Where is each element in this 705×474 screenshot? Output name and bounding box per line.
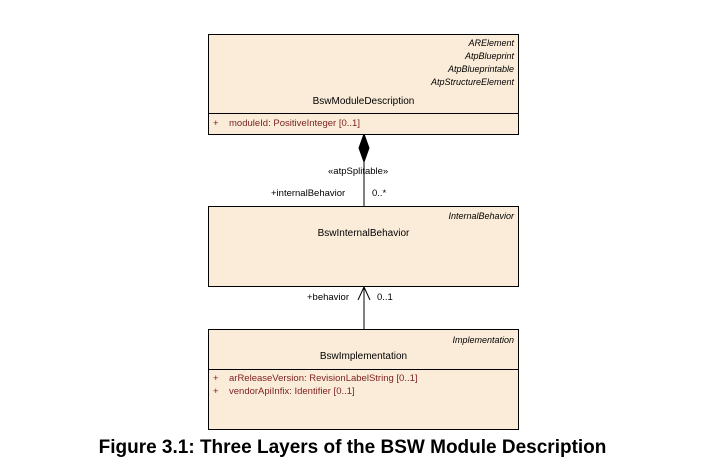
class-name: BswModuleDescription [312,96,415,107]
attribute-text: arReleaseVersion: RevisionLabelString [0… [229,373,418,384]
class-name: BswInternalBehavior [317,228,410,239]
attribute-divider [209,369,518,370]
class-bsw-implementation: Implementation BswImplementation + arRele… [208,329,519,430]
stereotype-atpstructureelement: AtpStructureElement [430,77,514,87]
attribute-ar-release-version: + arReleaseVersion: RevisionLabelString [… [213,373,418,384]
stereotype-atpblueprint: AtpBlueprint [464,51,514,61]
composition-stereotype-label: «atpSplitable» [328,166,389,177]
composition-diamond [358,132,370,164]
attribute-module-id: + moduleId: PositiveInteger [0..1] [213,118,360,129]
visibility-marker: + [213,386,219,397]
attribute-text: vendorApiInfix: Identifier [0..1] [229,386,355,397]
visibility-marker: + [213,373,219,384]
attribute-vendor-api-infix: + vendorApiInfix: Identifier [0..1] [213,386,355,397]
attribute-divider [209,113,518,114]
attribute-text: moduleId: PositiveInteger [0..1] [229,118,360,129]
reference-multiplicity-label: 0..1 [377,292,393,303]
visibility-marker: + [213,118,219,129]
stereotype-internalbehavior: InternalBehavior [448,211,514,221]
composition-role-label: +internalBehavior [271,188,346,199]
figure-caption: Figure 3.1: Three Layers of the BSW Modu… [98,437,607,458]
stereotype-implementation: Implementation [452,335,514,345]
reference-arrowhead [357,285,371,301]
stereotype-atpblueprintable: AtpBlueprintable [447,64,514,74]
reference-role-label: +behavior [307,292,349,303]
composition-multiplicity-label: 0..* [372,188,387,199]
class-bsw-module-description: ARElement AtpBlueprint AtpBlueprintable … [208,34,519,135]
stereotype-arelement: ARElement [468,38,514,48]
class-name: BswImplementation [319,351,408,362]
class-bsw-internal-behavior: InternalBehavior BswInternalBehavior [208,206,519,287]
